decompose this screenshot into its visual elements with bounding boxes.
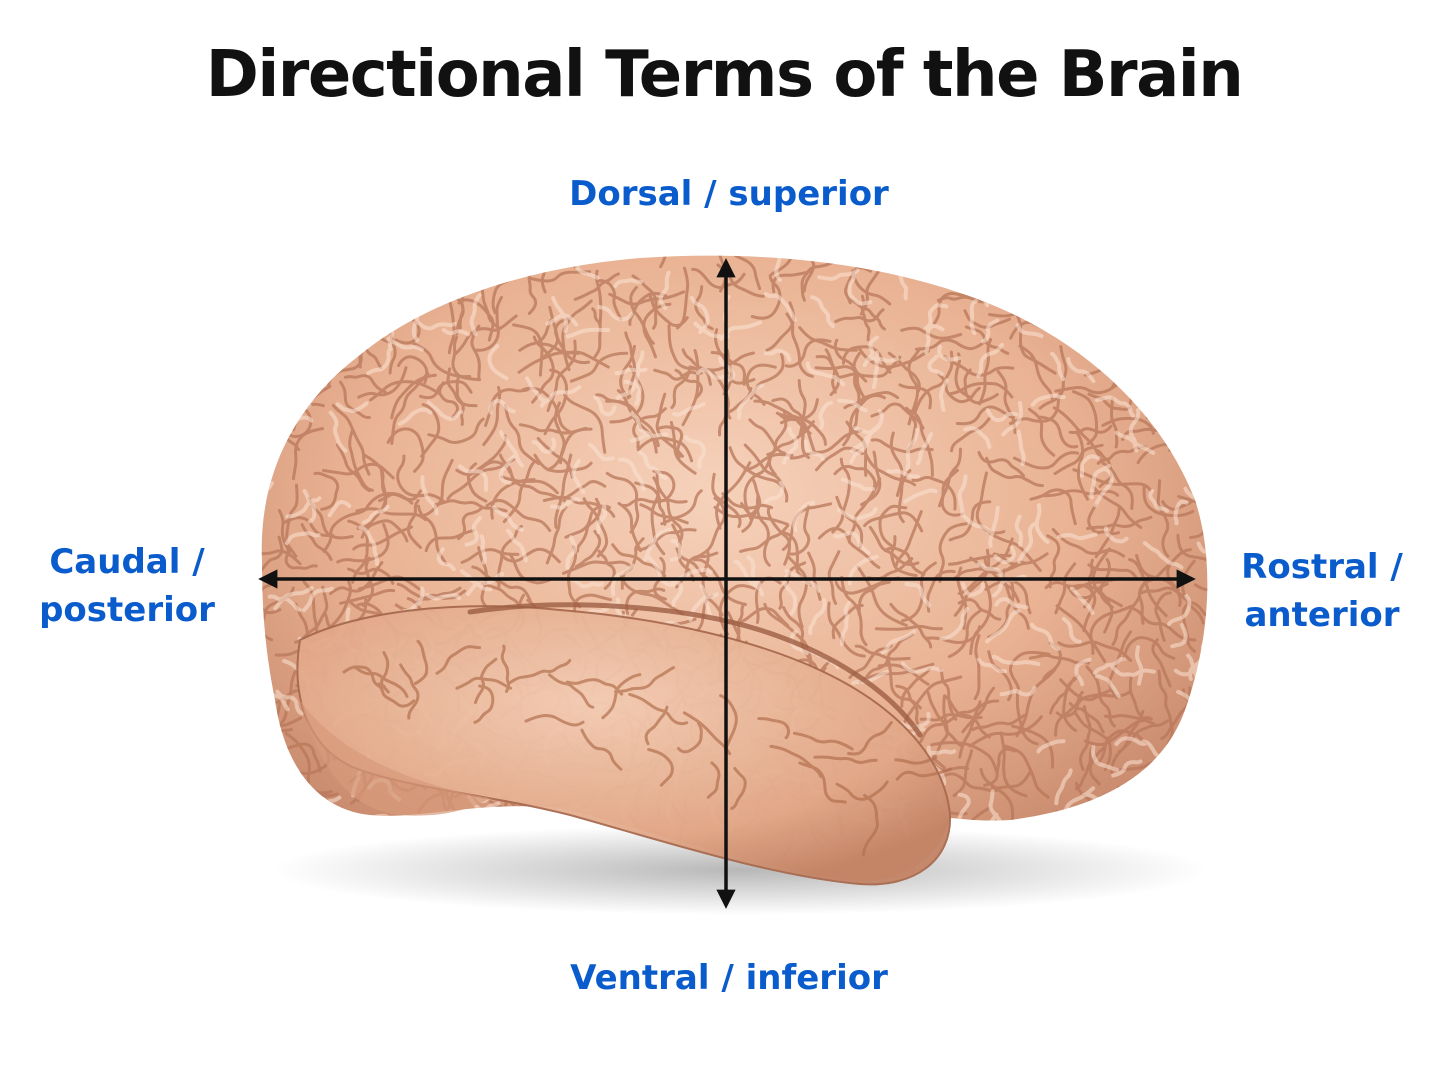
lateral-sulcus	[467, 602, 923, 738]
cerebellum	[300, 700, 490, 816]
label-left-line2: posterior	[39, 590, 215, 630]
label-dorsal-superior: Dorsal / superior	[524, 170, 934, 218]
label-ventral-inferior: Ventral / inferior	[524, 954, 934, 1002]
brain-illustration	[261, 255, 1208, 886]
label-bottom-text: Ventral / inferior	[570, 958, 888, 998]
label-left-line1: Caudal /	[49, 542, 205, 582]
label-right-line2: anterior	[1244, 595, 1400, 635]
ground-shadow	[270, 825, 1210, 915]
label-right-line1: Rostral /	[1241, 547, 1403, 587]
label-caudal-posterior: Caudal / posterior	[22, 538, 232, 634]
diagram-title: Directional Terms of the Brain	[205, 38, 1244, 112]
label-top-text: Dorsal / superior	[569, 174, 889, 214]
label-rostral-anterior: Rostral / anterior	[1222, 543, 1422, 639]
temporal-gyri	[342, 639, 952, 857]
direction-axes	[258, 258, 1196, 909]
